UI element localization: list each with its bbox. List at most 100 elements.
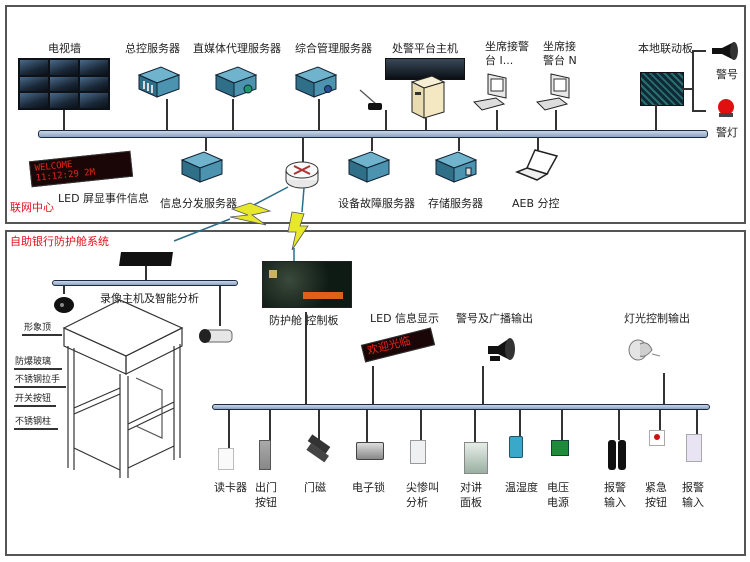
seat-1-label: 坐席接警 台 I... — [485, 40, 529, 68]
leader-line — [22, 334, 62, 336]
connector — [302, 137, 304, 162]
section-label-booth-system: 自助银行防护舱系统 — [10, 235, 109, 248]
floodlight-icon — [628, 339, 661, 361]
connector — [318, 99, 320, 131]
control-board-label: 防护舱 控制板 — [269, 314, 339, 327]
connector — [420, 410, 422, 440]
device-label: 温湿度 — [505, 480, 538, 495]
connector — [63, 110, 65, 131]
device-label-line1: 电子锁 — [352, 481, 385, 494]
wireless-link-icon — [287, 187, 309, 264]
connector — [305, 312, 307, 404]
connector — [269, 410, 271, 440]
part-label-switch: 开关按钮 — [15, 394, 52, 404]
voltage-power-icon — [551, 440, 569, 456]
laptop-icon — [514, 149, 559, 181]
connector — [219, 286, 221, 326]
led-event-label: LED 屏显事件信息 — [58, 192, 150, 205]
device-label: 电子锁 — [352, 480, 385, 495]
server-icon — [434, 151, 478, 183]
connector — [385, 110, 387, 131]
connector — [692, 50, 706, 52]
device-label: 报警输入 — [604, 480, 626, 510]
device-label: 门磁 — [304, 480, 326, 495]
temp-humidity-sensor-icon — [509, 436, 523, 458]
seat-n-label: 坐席接 警台 N — [543, 40, 577, 68]
router-icon — [285, 161, 319, 189]
door-magnet-icon — [307, 434, 331, 454]
tv-wall-icon — [18, 58, 110, 110]
integrated-mgmt-server-label: 综合管理服务器 — [295, 42, 372, 55]
board-chip — [269, 270, 277, 278]
workstation-icon — [535, 73, 570, 111]
leader-line — [14, 386, 66, 388]
device-fault-server-label: 设备故障服务器 — [338, 197, 415, 210]
server-icon — [294, 66, 338, 98]
part-label-top: 形象顶 — [24, 323, 52, 333]
section-label-network-center: 联网中心 — [10, 201, 54, 214]
device-label-line2: 面板 — [460, 496, 482, 509]
device-label-line1: 紧急 — [645, 481, 667, 494]
siren-broadcast-label: 警号及广播输出 — [456, 312, 533, 325]
leader-line — [14, 405, 56, 407]
intercom-panel-icon — [464, 442, 488, 474]
connector — [458, 137, 460, 151]
master-server-label: 总控服务器 — [125, 42, 180, 55]
microphone-icon — [359, 89, 382, 110]
led-info-label: LED 信息显示 — [370, 312, 440, 325]
nvr-icon — [119, 252, 173, 266]
storage-server-label: 存储服务器 — [428, 197, 483, 210]
device-label-line1: 温湿度 — [505, 481, 538, 494]
seat-1-label-line2: 台 I... — [485, 54, 514, 67]
connector — [474, 410, 476, 442]
protective-booth-drawing — [62, 299, 184, 478]
seat-n-label-line1: 坐席接 — [543, 40, 576, 53]
device-label-line2: 分析 — [406, 496, 428, 509]
server-icon — [347, 151, 391, 183]
device-label: 尖惨叫分析 — [406, 480, 439, 510]
tv-wall-label: 电视墙 — [48, 42, 81, 55]
connector — [63, 286, 65, 294]
connector — [205, 137, 207, 151]
device-label-line1: 报警 — [682, 481, 704, 494]
network-center-frame — [5, 5, 746, 224]
connector — [555, 110, 557, 131]
device-label: 读卡器 — [214, 480, 247, 495]
connector — [519, 410, 521, 436]
workstation-icon — [472, 73, 507, 111]
booth-system-frame — [5, 230, 746, 556]
connector — [663, 373, 665, 404]
device-label: 对讲面板 — [460, 480, 482, 510]
device-label-line1: 读卡器 — [214, 481, 247, 494]
connector — [659, 410, 661, 430]
alarm-light-icon — [718, 99, 734, 117]
device-label-line2: 电源 — [547, 496, 569, 509]
device-label-line1: 门磁 — [304, 481, 326, 494]
alarm-platform-host-label: 处警平台主机 — [392, 42, 458, 55]
alarm-light-label: 警灯 — [716, 126, 738, 139]
device-label-line1: 对讲 — [460, 481, 482, 494]
connector — [618, 410, 620, 440]
bullet-camera-icon — [199, 329, 233, 343]
device-label-line1: 尖惨叫 — [406, 481, 439, 494]
server-icon — [180, 151, 224, 183]
connector — [366, 410, 368, 442]
local-linkage-board-label: 本地联动板 — [638, 42, 693, 55]
leader-line — [14, 368, 62, 370]
connector — [537, 137, 539, 151]
circuit-board-icon — [640, 72, 684, 106]
connector — [318, 410, 320, 440]
wireless-link-icon — [173, 186, 289, 242]
connector — [232, 99, 234, 131]
siren-label: 警号 — [716, 68, 738, 81]
connector — [371, 137, 373, 151]
device-label-line1: 出门 — [255, 481, 277, 494]
connector — [372, 366, 374, 404]
connector — [655, 104, 657, 131]
card-reader-icon — [218, 448, 234, 470]
alarm-detector-icon — [686, 434, 702, 462]
part-label-pillar: 不锈钢柱 — [15, 417, 52, 427]
device-label-line2: 按钮 — [645, 496, 667, 509]
connector — [682, 88, 692, 90]
control-board-icon — [262, 261, 352, 308]
